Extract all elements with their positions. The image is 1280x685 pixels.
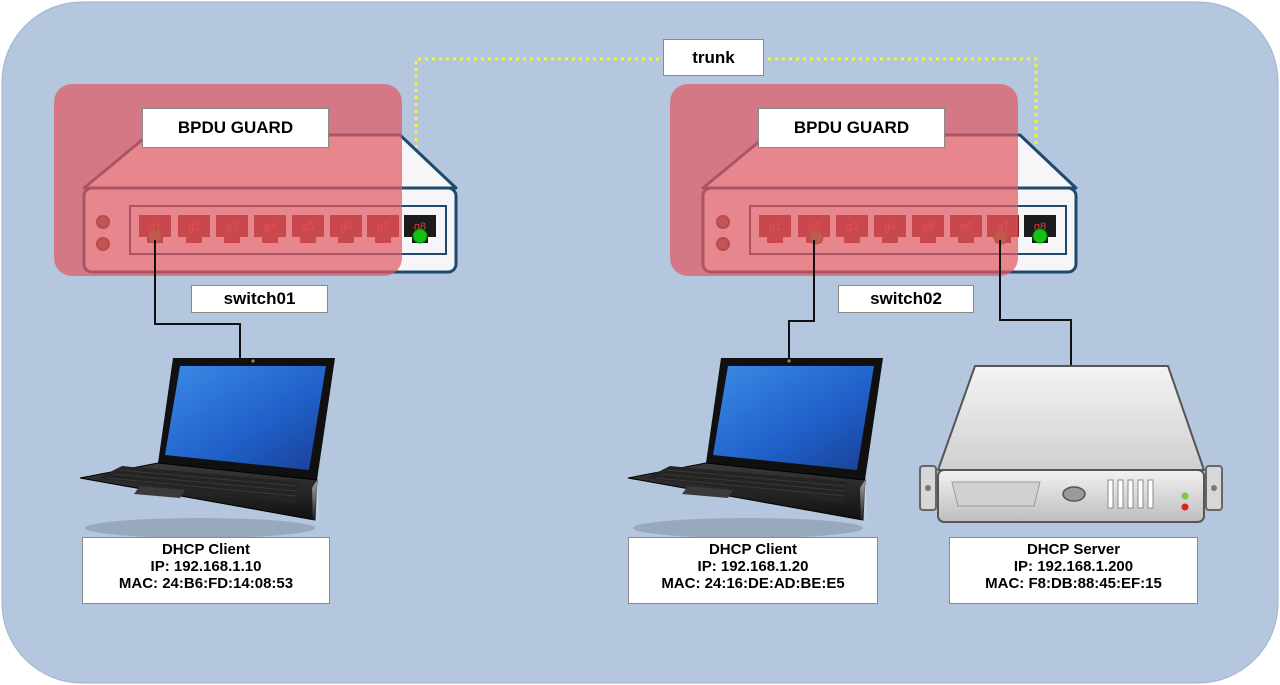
cable-switch01-g1-to-client1 — [154, 240, 241, 360]
host-role: DHCP Client — [161, 541, 251, 558]
host-mac: MAC: 24:B6:FD:14:08:53 — [118, 575, 294, 592]
laptop-icon — [79, 358, 335, 538]
switch01-name-label: switch01 — [191, 285, 328, 313]
host-mac: MAC: F8:DB:88:45:EF:15 — [985, 575, 1162, 592]
host-mac: MAC: 24:16:DE:AD:BE:E5 — [661, 575, 845, 592]
server-icon — [919, 365, 1223, 523]
trunk-led-g8 — [1032, 228, 1048, 244]
host-role: DHCP Client — [708, 541, 798, 558]
server-status-led-green — [1181, 492, 1189, 500]
cable-switch02-g2-to-client2 — [788, 240, 815, 360]
switch02-bpdu-guard-label: BPDU GUARD — [758, 108, 945, 148]
client2-info-box: DHCP Client IP: 192.168.1.20 MAC: 24:16:… — [628, 537, 878, 604]
host-ip: IP: 192.168.1.10 — [150, 558, 262, 575]
trunk-led-g8 — [412, 228, 428, 244]
laptop-icon — [627, 358, 883, 538]
server-status-led-red — [1181, 503, 1189, 511]
host-ip: IP: 192.168.1.20 — [697, 558, 809, 575]
switch01-bpdu-guard-label: BPDU GUARD — [142, 108, 329, 148]
client1-info-box: DHCP Client IP: 192.168.1.10 MAC: 24:B6:… — [82, 537, 330, 604]
cable-switch02-g7-to-server — [999, 240, 1072, 366]
trunk-label: trunk — [663, 39, 764, 76]
server-info-box: DHCP Server IP: 192.168.1.200 MAC: F8:DB… — [949, 537, 1198, 604]
host-ip: IP: 192.168.1.200 — [1013, 558, 1134, 575]
switch02-name-label: switch02 — [838, 285, 974, 313]
host-role: DHCP Server — [1026, 541, 1121, 558]
